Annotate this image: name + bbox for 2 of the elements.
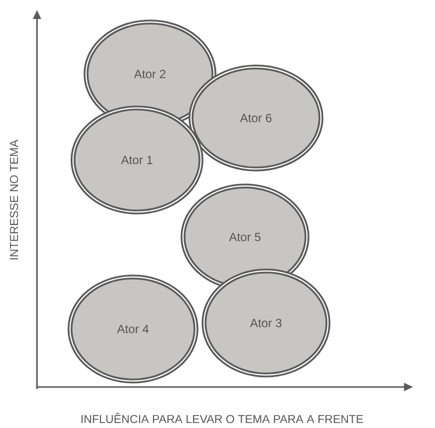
axis-title: INTERESSE NO TEMA — [10, 140, 18, 260]
axis-title: INFLUÊNCIA PARA LEVAR O TEMA PARA A FRENTE — [82, 412, 364, 424]
